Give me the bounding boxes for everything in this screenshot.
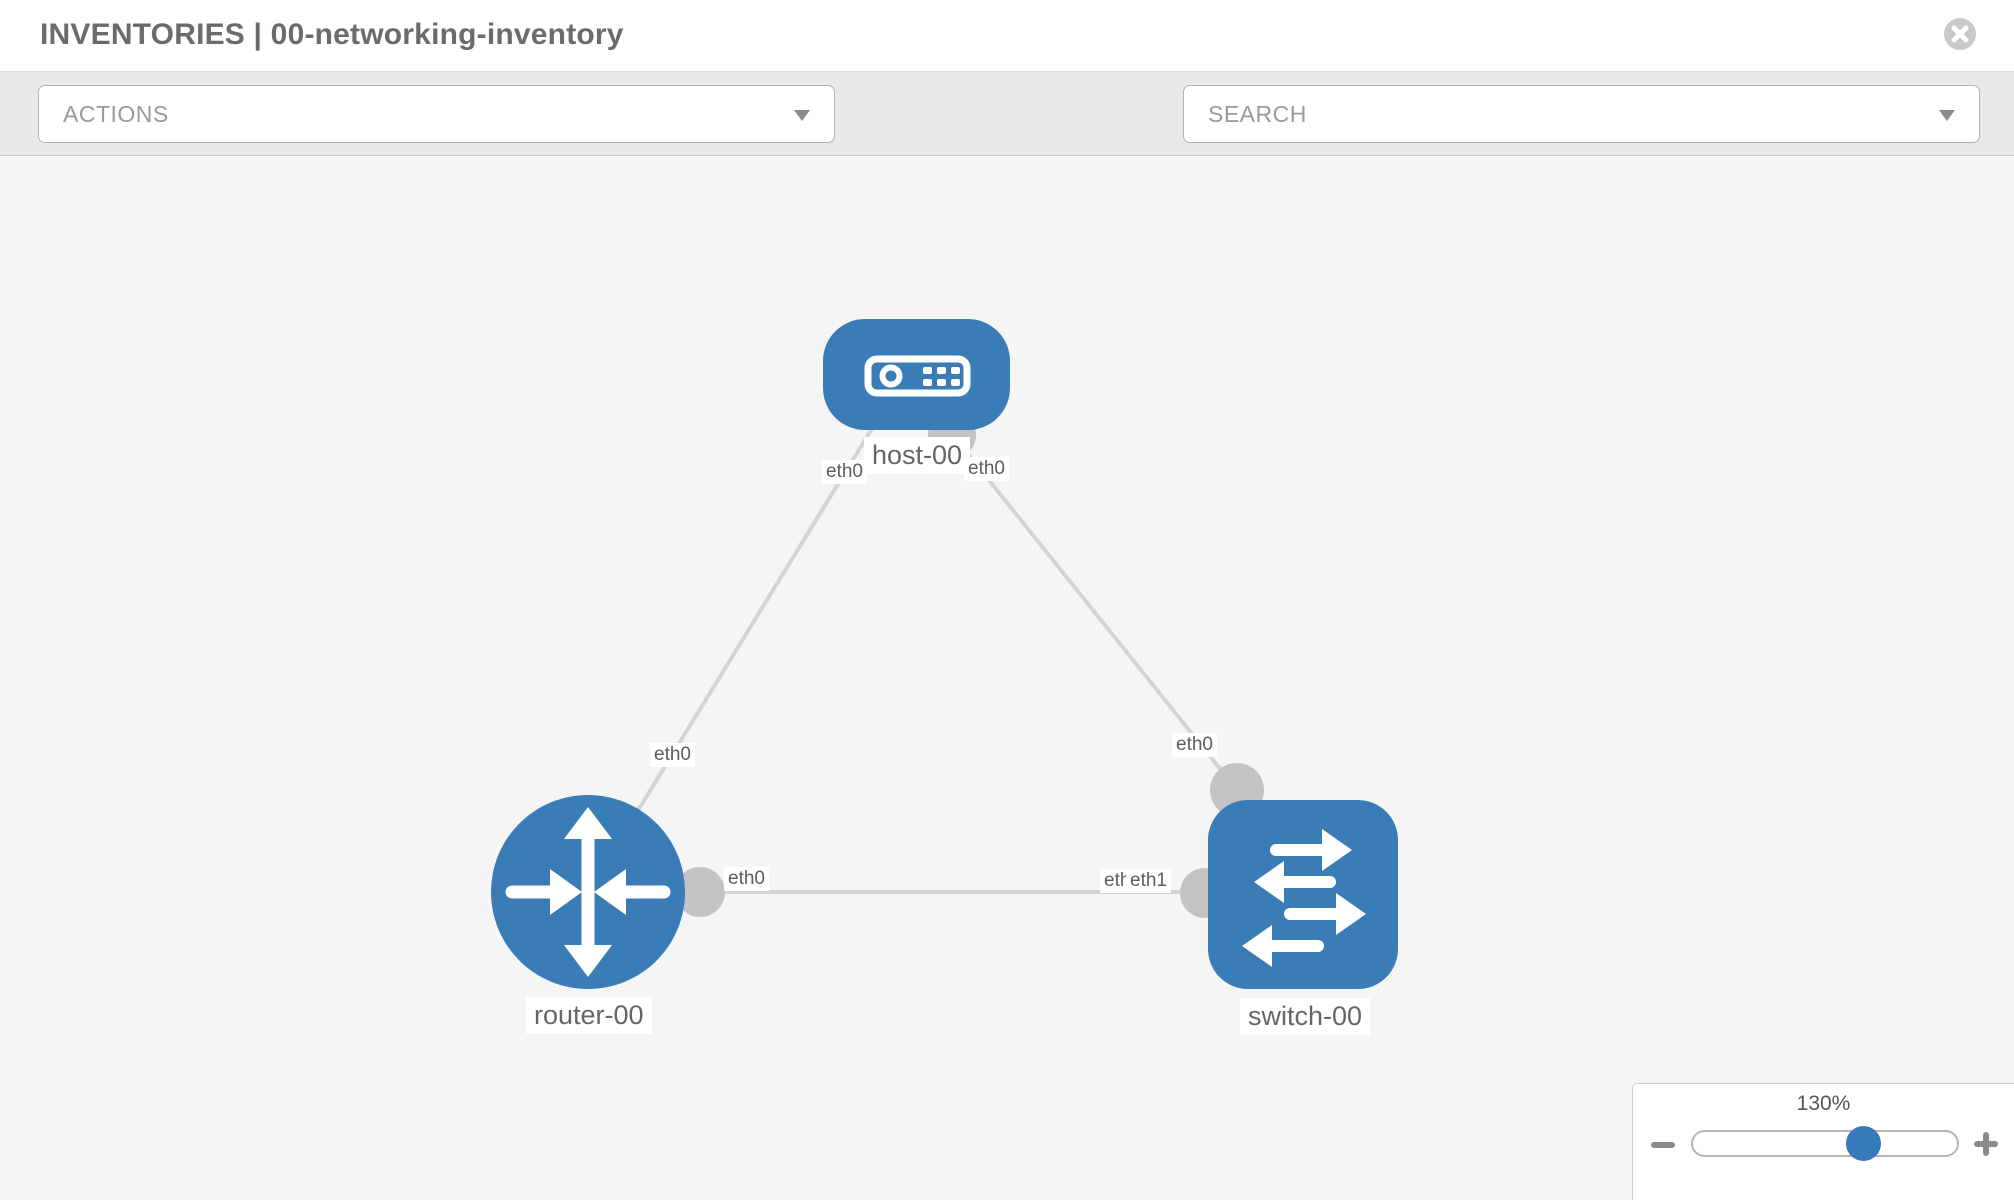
search-dropdown-label: SEARCH: [1208, 100, 1307, 127]
interface-label: eth1: [1126, 869, 1171, 893]
interface-label: eth0: [1172, 733, 1217, 757]
interface-label: eth0: [822, 460, 867, 484]
topology-canvas[interactable]: eth0 host-00 eth0 eth0 eth0 eth0 eth0 et…: [0, 157, 2014, 1200]
topology-links: [586, 425, 1303, 894]
toolbar: ACTIONS: [0, 72, 2014, 203]
header-bar: INVENTORIES | 00-networking-inventory: [0, 0, 2014, 72]
router-arrows-icon: [505, 807, 671, 977]
interface-label: eth0: [724, 867, 769, 891]
interface-label: eth0: [964, 457, 1009, 481]
interface-label: eth0: [650, 743, 695, 767]
zoom-slider-thumb[interactable]: [1846, 1126, 1881, 1161]
node-host-00[interactable]: [823, 319, 1010, 430]
close-icon: [1944, 18, 1976, 50]
zoom-in-button[interactable]: [1972, 1130, 2000, 1158]
zoom-out-button[interactable]: [1649, 1131, 1677, 1159]
interface-dots: [675, 411, 1264, 918]
switch-arrows-icon: [1242, 829, 1366, 967]
chevron-down-icon: [1939, 110, 1955, 121]
plus-icon: [1974, 1132, 1998, 1156]
actions-dropdown-label: ACTIONS: [63, 100, 169, 127]
zoom-percent-label: 130%: [1796, 1092, 1851, 1115]
zoom-slider-track[interactable]: [1691, 1130, 1959, 1157]
close-button[interactable]: [1942, 16, 1978, 52]
interface-dot[interactable]: [675, 867, 725, 917]
page-title: INVENTORIES | 00-networking-inventory: [40, 18, 624, 51]
node-switch-00[interactable]: [1208, 800, 1398, 989]
minus-icon: [1651, 1142, 1675, 1148]
search-dropdown[interactable]: SEARCH: [1183, 85, 1980, 143]
node-name-label-host: host-00: [864, 437, 971, 474]
server-icon: [864, 355, 971, 397]
chevron-down-icon: [794, 110, 810, 121]
node-name-label-router: router-00: [526, 997, 652, 1034]
node-name-label-switch: switch-00: [1240, 998, 1371, 1035]
actions-dropdown[interactable]: ACTIONS: [38, 85, 835, 143]
link-host-switch[interactable]: [950, 432, 1239, 792]
zoom-control-panel: 130%: [1632, 1083, 2014, 1200]
node-router-00[interactable]: [491, 795, 685, 989]
